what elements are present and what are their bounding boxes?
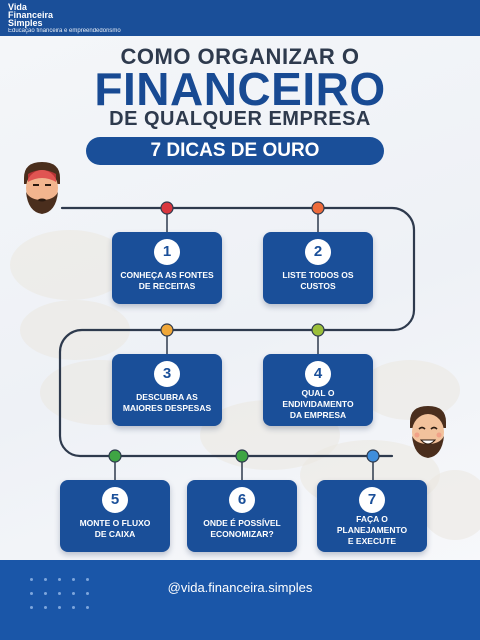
top-banner: Vida Financeira Simples Educação finance… [0,0,480,36]
tip-card-4: 4 QUAL O ENDIVIDAMENTO DA EMPRESA [263,354,373,426]
tip-number-1: 1 [154,239,180,265]
tip-card-2: 2 LISTE TODOS OS CUSTOS [263,232,373,304]
tip-number-5: 5 [102,487,128,513]
brand-name-line2: Financeira [8,10,54,20]
tip-number-3: 3 [154,361,180,387]
tip-4-line1: QUAL O [301,388,335,398]
tip-card-1: 1 CONHEÇA AS FONTES DE RECEITAS [112,232,222,304]
tip-2-line2: CUSTOS [300,281,336,291]
tip-card-5: 5 MONTE O FLUXO DE CAIXA [60,480,170,552]
tip-card-6: 6 ONDE É POSSÍVEL ECONOMIZAR? [187,480,297,552]
tip-number-2: 2 [305,239,331,265]
tip-4-line3: DA EMPRESA [289,410,347,420]
tip-5-line1: MONTE O FLUXO [79,518,151,528]
tip-3-line2: MAIORES DESPESAS [122,403,212,413]
brand-name-line1: Vida [8,2,27,12]
path-dot-4 [311,323,325,337]
tip-1-line2: DE RECEITAS [138,281,196,291]
tip-1-line1: CONHEÇA AS FONTES [120,270,214,280]
tip-6-line1: ONDE É POSSÍVEL [203,518,281,528]
instagram-handle[interactable]: @vida.financeira.simples [167,580,313,595]
brand-logo: Vida Financeira Simples Educação finance… [8,3,121,35]
tip-7-line1: FAÇA O [356,514,388,524]
brand-tagline: Educação financeira e empreendedorismo [8,28,121,34]
tip-4-line2: ENDIVIDAMENTO [282,399,354,409]
tip-card-7: 7 FAÇA O PLANEJAMENTO E EXECUTE [317,480,427,552]
stressed-man-icon [24,162,60,214]
tip-5-line2: DE CAIXA [94,529,136,539]
tip-6-line2: ECONOMIZAR? [210,529,274,539]
tip-7-line3: E EXECUTE [347,536,397,546]
title-main: FINANCEIRO [94,63,386,115]
title-line3: DE QUALQUER EMPRESA [109,108,371,130]
tips-pill: 7 DICAS DE OURO [86,137,384,165]
coin-decoration-7 [420,470,480,540]
title-line1: COMO ORGANIZAR O [120,44,360,69]
path-dot-2 [311,201,325,215]
footer-bar [0,560,480,640]
path-dot-5 [108,449,122,463]
tip-number-6: 6 [229,487,255,513]
path-dot-3 [160,323,174,337]
coin-decoration-1 [10,230,130,300]
coin-decoration-4 [360,360,460,420]
tip-3-line1: DESCUBRA AS [136,392,198,402]
happy-man-icon [410,406,446,458]
tip-number-7: 7 [359,487,385,513]
path-dot-6 [235,449,249,463]
tip-7-line2: PLANEJAMENTO [336,525,408,535]
brand-name-line3: Simples [8,18,43,28]
path-dot-1 [160,201,174,215]
tip-number-4: 4 [305,361,331,387]
tip-2-line1: LISTE TODOS OS [282,270,354,280]
tip-card-3: 3 DESCUBRA AS MAIORES DESPESAS [112,354,222,426]
path-dot-7 [366,449,380,463]
